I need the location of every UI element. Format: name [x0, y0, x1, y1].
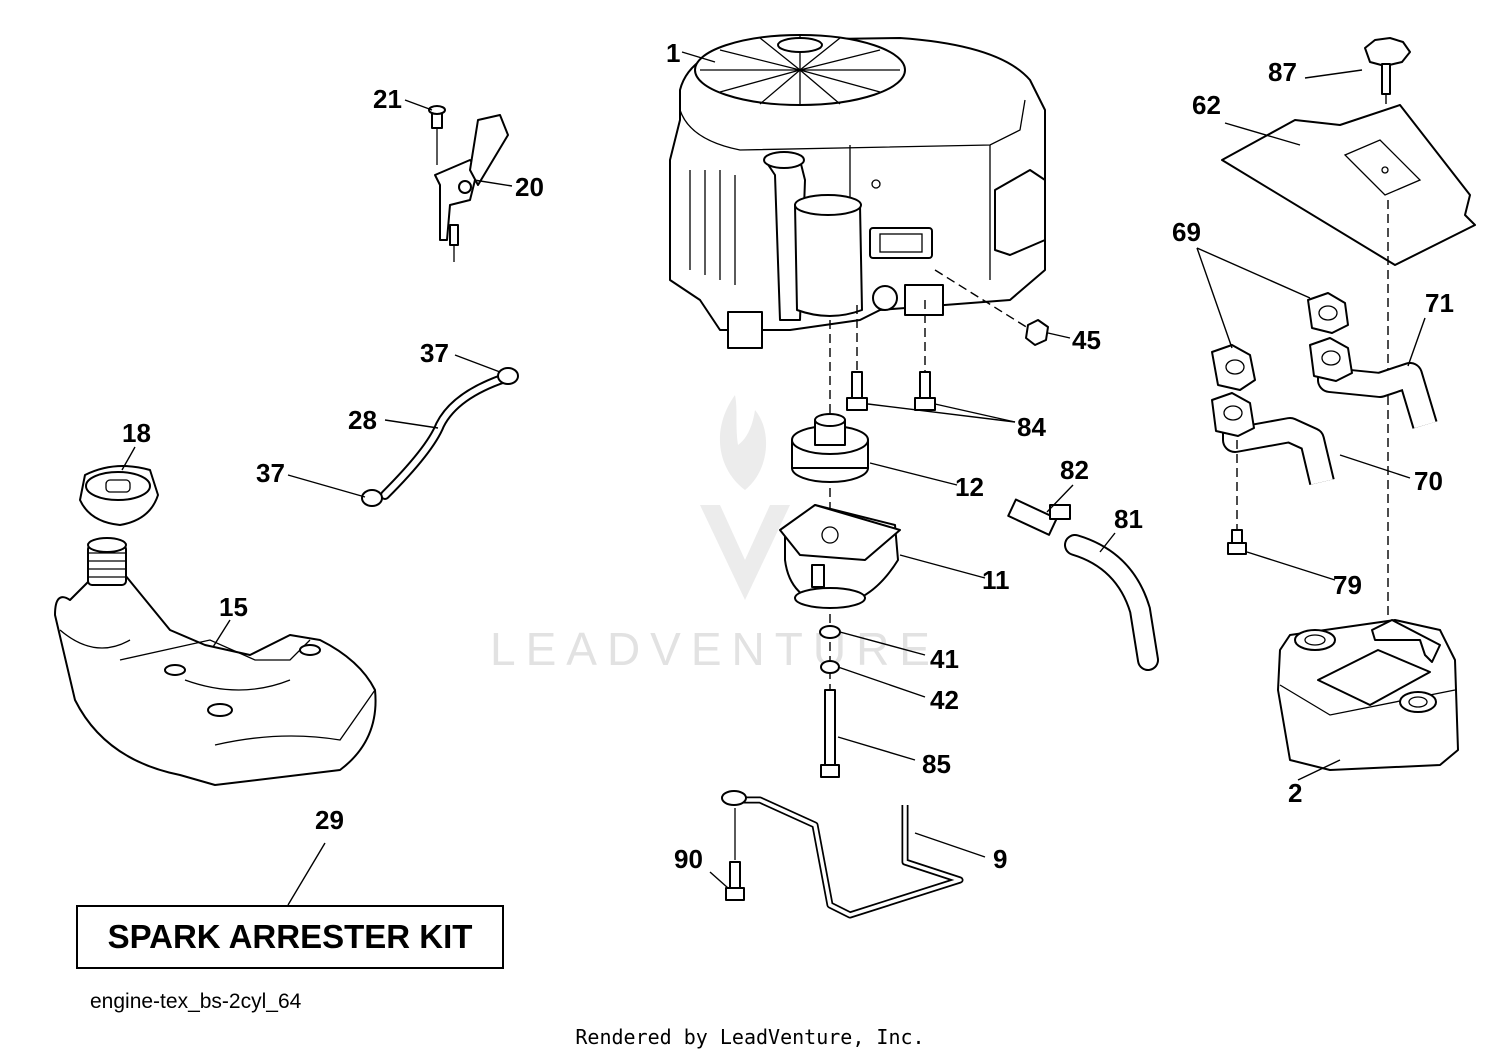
callout-62: 62	[1192, 90, 1221, 120]
callout-81: 81	[1114, 504, 1143, 534]
fuel-tank-15	[54, 537, 377, 786]
spark-arrester-kit-label: SPARK ARRESTER KIT	[107, 918, 473, 955]
gaskets-69	[1211, 292, 1349, 391]
callout-9: 9	[993, 844, 1007, 874]
callout-79: 79	[1333, 570, 1362, 600]
callout-70: 70	[1414, 466, 1443, 496]
bolts-84	[846, 371, 936, 411]
callout-15: 15	[219, 592, 248, 622]
nut-45	[1025, 319, 1049, 346]
callout-71: 71	[1425, 288, 1454, 318]
exhaust-pipe-70	[1211, 392, 1335, 486]
callout-1: 1	[666, 38, 680, 68]
bolt-79	[1227, 529, 1247, 555]
fuel-cap-18	[79, 465, 159, 526]
throttle-control-20	[428, 105, 509, 262]
pto-clutch-11	[779, 504, 901, 609]
callout-2: 2	[1288, 778, 1302, 808]
bolt-85	[820, 689, 840, 778]
callout-69: 69	[1172, 217, 1201, 247]
pulley-12	[791, 413, 869, 483]
callout-42: 42	[930, 685, 959, 715]
callout-20: 20	[515, 172, 544, 202]
spark-arrester-kit-box: SPARK ARRESTER KIT	[76, 905, 504, 969]
callout-12: 12	[955, 472, 984, 502]
callout-82: 82	[1060, 455, 1089, 485]
callout-21: 21	[373, 84, 402, 114]
knob-87	[1364, 37, 1411, 140]
washer-41	[819, 625, 841, 639]
leader-lines	[121, 51, 1426, 906]
callout-37-bottom: 37	[256, 458, 285, 488]
callout-28: 28	[348, 405, 377, 435]
footer-credit: Rendered by LeadVenture, Inc.	[575, 1025, 925, 1049]
engine-assembly	[669, 34, 1046, 349]
watermark-text: LEADVENTURE	[490, 623, 940, 675]
callout-85: 85	[922, 749, 951, 779]
callout-18: 18	[122, 418, 151, 448]
clamp-37-bottom	[361, 489, 383, 507]
clamp-37-top	[497, 367, 519, 385]
exhaust-pipe-71	[1309, 337, 1438, 429]
rod-9	[730, 796, 964, 919]
fitting-82	[1007, 498, 1071, 536]
callout-90: 90	[674, 844, 703, 874]
heat-shield-62	[1221, 104, 1476, 266]
callout-87: 87	[1268, 57, 1297, 87]
watermark: LEADVENTURE	[490, 395, 940, 675]
muffler-2	[1277, 619, 1459, 771]
callout-84: 84	[1017, 412, 1046, 442]
washer-42	[820, 660, 840, 674]
callout-45: 45	[1072, 325, 1101, 355]
callout-41: 41	[930, 644, 959, 674]
diagram-id: engine-tex_bs-2cyl_64	[90, 990, 302, 1013]
callout-29: 29	[315, 805, 344, 835]
callout-11: 11	[982, 565, 1010, 595]
bolt-90	[725, 808, 745, 901]
callout-37-top: 37	[420, 338, 449, 368]
